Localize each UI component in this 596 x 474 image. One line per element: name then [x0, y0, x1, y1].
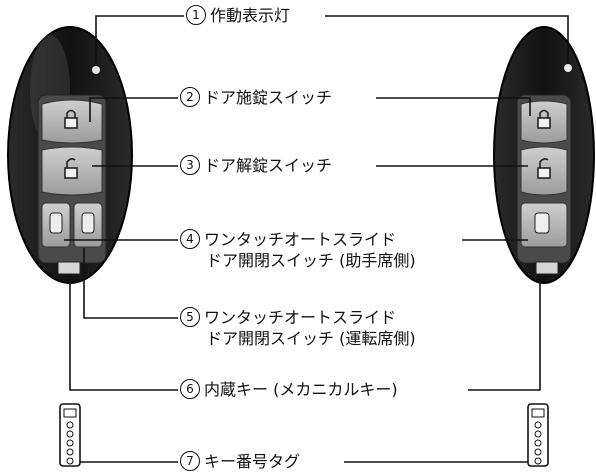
car-door-icon — [49, 212, 95, 234]
lock-icon — [537, 109, 551, 129]
key-number-tag-right — [527, 403, 549, 467]
leader-lines — [64, 15, 569, 463]
callout-number-4: 4 — [180, 228, 200, 249]
right-key-fob — [493, 26, 595, 284]
unlock-icon — [64, 158, 78, 179]
lock-icon — [64, 109, 78, 129]
indicator-light-left — [92, 66, 100, 74]
indicator-light-right — [564, 64, 572, 72]
mechanical-key-right — [535, 261, 559, 275]
left-key-fob — [7, 26, 133, 284]
callout-number-1: 1 — [186, 4, 206, 25]
mechanical-key-left — [57, 261, 81, 275]
callout-number-6: 6 — [180, 378, 200, 399]
car-door-icon — [534, 212, 550, 234]
unlock-icon — [537, 158, 551, 179]
callout-number-2: 2 — [180, 86, 200, 107]
callout-number-5: 5 — [180, 306, 200, 327]
callout-number-3: 3 — [180, 154, 200, 175]
callout-number-7: 7 — [180, 450, 200, 471]
key-number-tag-left — [59, 403, 81, 467]
